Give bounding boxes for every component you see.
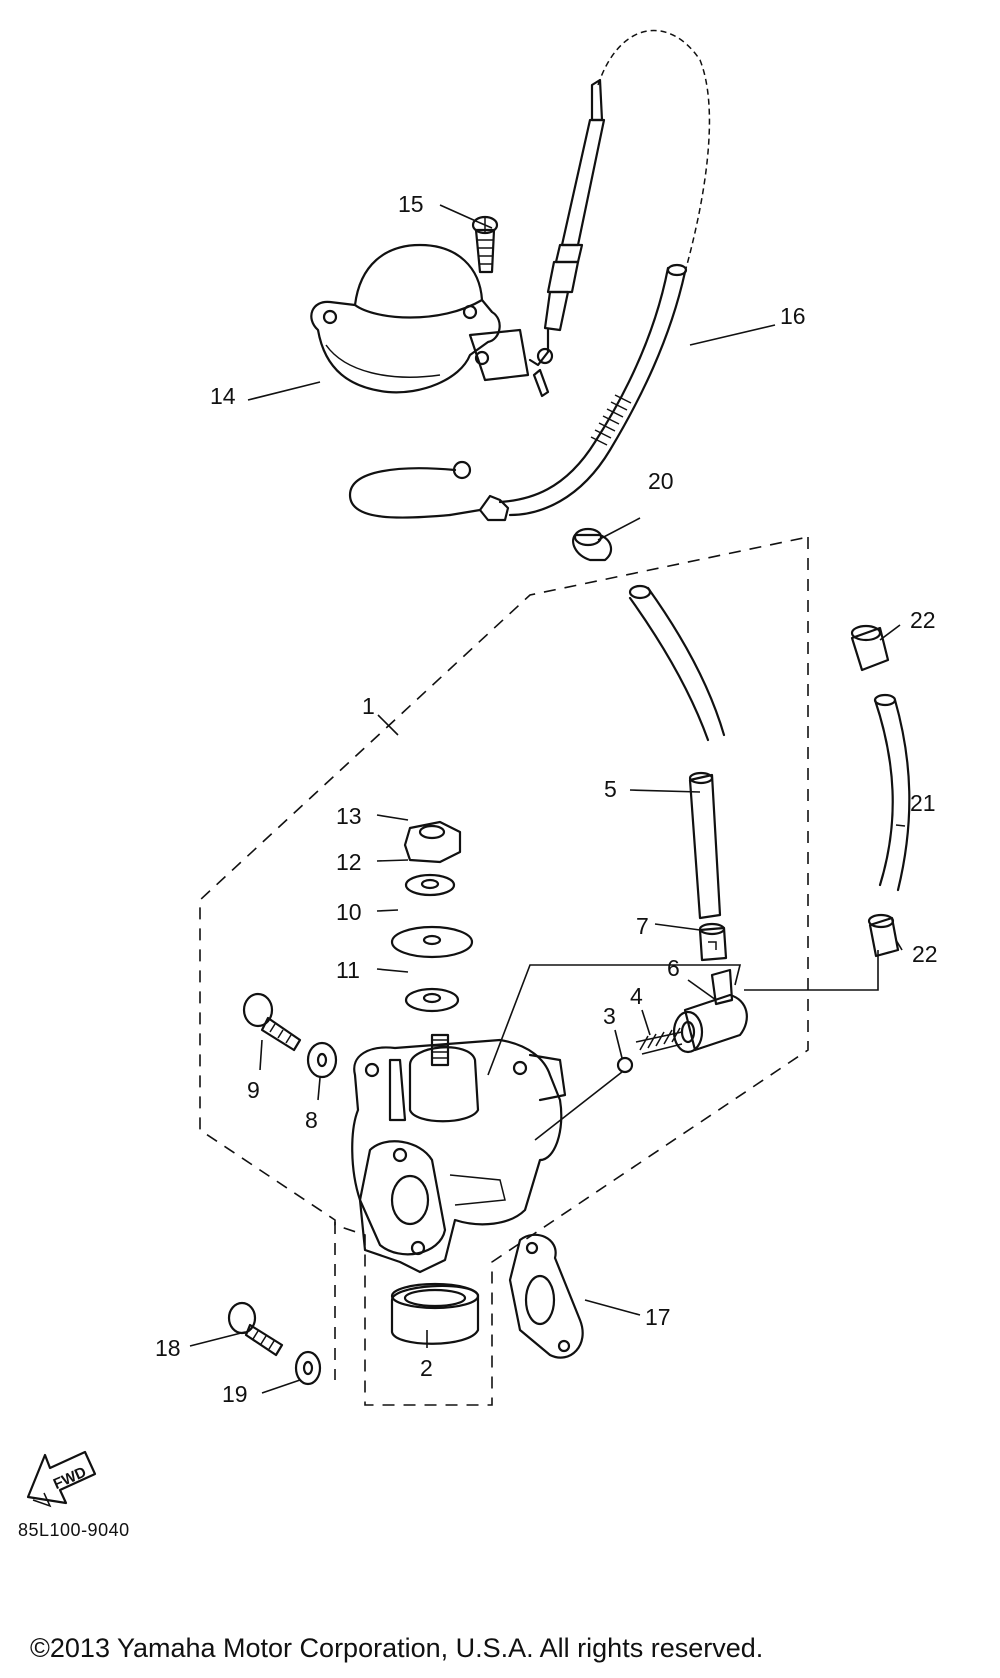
callout-6: 6 xyxy=(667,955,680,981)
washer-part-8-illustration xyxy=(306,1041,338,1079)
nut-part-13-illustration xyxy=(403,820,462,864)
callout-5: 5 xyxy=(604,776,617,802)
callout-8: 8 xyxy=(305,1107,318,1133)
oil-seal-part-2-illustration xyxy=(390,1282,480,1345)
assembly-boundary-outline xyxy=(199,536,809,1406)
fitting-part-7-illustration xyxy=(698,922,728,962)
collar-part-20-illustration xyxy=(572,527,613,562)
callout-15: 15 xyxy=(398,191,424,217)
ball-part-3-illustration xyxy=(616,1056,634,1074)
screw-part-15-illustration xyxy=(471,215,499,274)
washer-part-11-illustration xyxy=(404,987,460,1013)
control-cable-illustration xyxy=(348,29,711,522)
callout-3: 3 xyxy=(603,1003,616,1029)
bolt-part-18-illustration xyxy=(227,1301,284,1357)
callout-2: 2 xyxy=(420,1355,433,1381)
hose-part-5-illustration xyxy=(628,584,726,920)
callout-9: 9 xyxy=(247,1077,260,1103)
callout-7: 7 xyxy=(636,913,649,939)
spring-part-4-illustration xyxy=(635,1027,683,1055)
callout-18: 18 xyxy=(155,1335,181,1361)
bolt-part-9-illustration xyxy=(242,992,302,1052)
callout-16: 16 xyxy=(780,303,806,329)
hose-part-21-and-fittings-22-illustration xyxy=(850,624,911,958)
callout-14: 14 xyxy=(210,383,236,409)
pump-body-illustration xyxy=(351,1033,567,1274)
callout-4: 4 xyxy=(630,983,643,1009)
callout-20: 20 xyxy=(648,468,674,494)
diagram-reference-code: 85L100-9040 xyxy=(18,1520,130,1540)
washer-part-10-illustration xyxy=(390,925,474,959)
copyright-notice: ©2013 Yamaha Motor Corporation, U.S.A. A… xyxy=(30,1633,764,1663)
callout-10: 10 xyxy=(336,899,362,925)
callout-22-bottom: 22 xyxy=(912,941,938,967)
cover-part-14-illustration xyxy=(310,243,530,394)
callout-12: 12 xyxy=(336,849,362,875)
fwd-arrow-icon: FWD xyxy=(26,1450,97,1508)
callout-13: 13 xyxy=(336,803,362,829)
callout-17: 17 xyxy=(645,1304,671,1330)
leader-lines xyxy=(189,204,906,1394)
callout-1: 1 xyxy=(362,693,375,719)
callout-21: 21 xyxy=(910,790,936,816)
callout-19: 19 xyxy=(222,1381,248,1407)
callout-labels: 1 2 3 4 5 6 7 8 9 10 11 12 13 14 15 16 1… xyxy=(155,191,938,1407)
callout-22-top: 22 xyxy=(910,607,936,633)
washer-part-19-illustration xyxy=(294,1350,322,1386)
fwd-label: FWD xyxy=(51,1464,89,1493)
callout-11: 11 xyxy=(336,957,360,983)
gasket-part-17-illustration xyxy=(508,1233,584,1359)
lock-washer-part-12-illustration xyxy=(404,873,456,897)
